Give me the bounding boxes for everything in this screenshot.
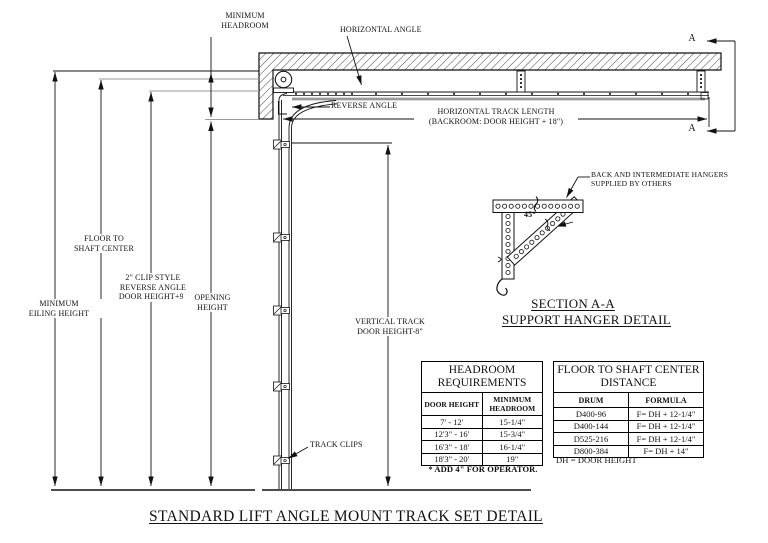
column-header: MINIMUM HEADROOM xyxy=(481,392,543,416)
opening-height-label: OPENING HEIGHT xyxy=(183,293,242,312)
table-cell: 18'3" - 20' xyxy=(421,452,483,466)
table-cell: 15-3/4" xyxy=(481,427,543,441)
table-row: D525-216 F= DH + 12-1/4" xyxy=(553,432,704,446)
table-cell: D525-216 xyxy=(553,432,629,446)
table-row: D400-144 F= DH + 12-1/4" xyxy=(553,419,704,433)
drum xyxy=(273,70,294,93)
table-cell: F= DH + 14" xyxy=(628,444,704,458)
table-cell: 12'3" - 16' xyxy=(421,427,483,441)
page-title: STANDARD LIFT ANGLE MOUNT TRACK SET DETA… xyxy=(149,508,543,525)
column-header: FORMULA xyxy=(628,392,704,408)
section-title: SECTION A-A xyxy=(531,296,615,311)
headroom-requirements-table: HEADROOM REQUIREMENTS DOOR HEIGHT MINIMU… xyxy=(421,361,543,466)
reference-lines xyxy=(99,78,259,120)
hangers-note-label: BACK AND INTERMEDIATE HANGERS SUPPLIED B… xyxy=(591,170,729,188)
table-cell: D800-384 xyxy=(553,444,629,458)
horizontal-track xyxy=(273,91,709,101)
vertical-track-label: VERTICAL TRACK DOOR HEIGHT-8" xyxy=(346,317,434,336)
min-ceiling-label: MINIMUM EILING HEIGHT xyxy=(15,299,103,318)
table-cell: 19" xyxy=(481,452,543,466)
reverse-angle-label: REVERSE ANGLE xyxy=(331,101,398,110)
table-cell: F= DH + 12-1/4" xyxy=(628,407,704,421)
section-subtitle: SUPPORT HANGER DETAIL xyxy=(502,312,671,327)
table-row: 18'3" - 20' 19" xyxy=(421,452,543,466)
table-row: D400-96 F= DH + 12-1/4" xyxy=(553,407,704,421)
headroom-table-note: * ADD 4" FOR OPERATOR. xyxy=(428,464,538,474)
table-cell: F= DH + 12-1/4" xyxy=(628,432,704,446)
table-row: 7' - 12' 15-1/4" xyxy=(421,415,543,429)
ceiling-hangers xyxy=(516,70,706,93)
table-cell: 15-1/4" xyxy=(481,415,543,429)
table-row: D800-384 F= DH + 14" xyxy=(553,444,704,458)
table-cell: 16'3" - 18' xyxy=(421,440,483,454)
column-header: DRUM xyxy=(553,392,629,408)
leader-lines xyxy=(287,35,590,459)
table-row: 16'3" - 18' 16-1/4" xyxy=(421,440,543,454)
table-cell: 7' - 12' xyxy=(421,415,483,429)
table-cell: F= DH + 12-1/4" xyxy=(628,419,704,433)
table-cell: 16-1/4" xyxy=(481,440,543,454)
floor-to-shaft-label: FLOOR TO SHAFT CENTER xyxy=(64,234,144,253)
section-marker-top: A xyxy=(688,33,696,44)
horizontal-angle-label: HORIZONTAL ANGLE xyxy=(340,25,422,34)
support-hanger-detail xyxy=(492,195,584,296)
track-clip-symbols xyxy=(273,139,290,466)
angle-rivet-dots xyxy=(294,92,690,95)
table-title: HEADROOM REQUIREMENTS xyxy=(421,361,543,393)
floor-to-shaft-table: FLOOR TO SHAFT CENTER DISTANCE DRUM FORM… xyxy=(553,361,704,458)
section-marker-bottom: A xyxy=(688,123,696,134)
track-clips-label: TRACK CLIPS xyxy=(310,440,363,449)
column-header: DOOR HEIGHT xyxy=(421,392,483,416)
angle-45-label: 45° xyxy=(524,210,536,219)
clip-style-label: 2" CLIP STYLE REVERSE ANGLE DOOR HEIGHT+… xyxy=(109,273,197,302)
table-row: 12'3" - 16' 15-3/4" xyxy=(421,427,543,441)
table-title: FLOOR TO SHAFT CENTER DISTANCE xyxy=(553,361,704,393)
reference-lines-black xyxy=(53,70,392,144)
floor-shaft-table-note: DH = DOOR HEIGHT xyxy=(556,455,637,465)
track-length-label: HORIZONTAL TRACK LENGTH (BACKROOM: DOOR … xyxy=(414,107,578,126)
vertical-track xyxy=(277,93,338,489)
section-cut-line xyxy=(707,38,736,134)
table-cell: D400-96 xyxy=(553,407,629,421)
table-cell: D400-144 xyxy=(553,419,629,433)
min-headroom-label: MINIMUM HEADROOM xyxy=(221,11,269,30)
